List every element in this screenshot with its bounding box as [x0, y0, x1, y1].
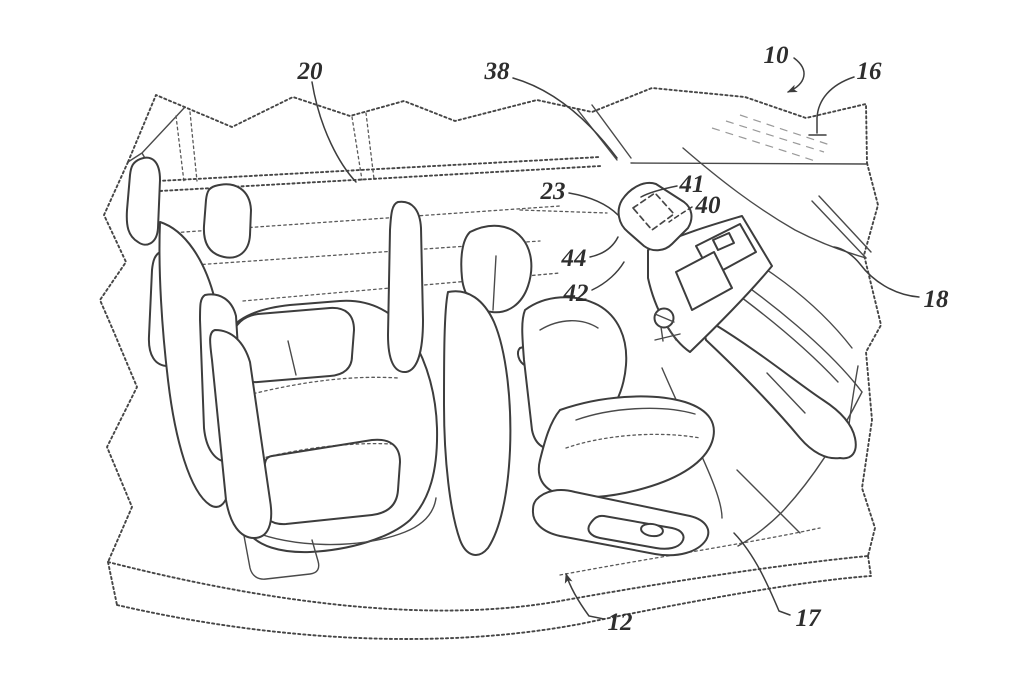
front-seat-cushion — [537, 395, 715, 499]
ref-label-38: 38 — [484, 58, 511, 85]
leader-40 — [668, 206, 693, 223]
middle-seatback — [443, 290, 512, 556]
bench-top-rail-1 — [157, 156, 601, 182]
middle-headrest-crease — [492, 255, 497, 311]
dash-silhouette — [682, 147, 867, 259]
console-pad — [704, 323, 857, 460]
ref-label-10: 10 — [764, 42, 790, 69]
console-accent-line — [766, 372, 806, 414]
headrest-center — [202, 183, 252, 259]
ref-label-40: 40 — [695, 192, 722, 219]
floor-front-edge-upper — [107, 555, 869, 612]
outline-left-edge — [99, 161, 138, 563]
b-pillar-left — [175, 111, 198, 183]
windshield-base — [630, 162, 867, 165]
leader-42 — [591, 261, 625, 291]
cutaway-outline — [99, 87, 882, 640]
outline-right-edge — [861, 162, 882, 557]
leader-18 — [833, 246, 920, 298]
leader-38 — [512, 77, 618, 159]
seat-control-button — [640, 522, 664, 538]
bench-contour-2 — [179, 240, 541, 267]
front-seat — [521, 296, 715, 557]
middle-left-headrest — [387, 200, 424, 374]
ref-label-20: 20 — [297, 58, 324, 85]
floor-edge-caps — [107, 555, 872, 606]
leader-20 — [311, 81, 357, 183]
windshield-glass-line-3 — [739, 114, 831, 146]
display-pod — [617, 182, 693, 252]
body-structure — [127, 104, 867, 183]
cushion-contour-1 — [575, 407, 696, 421]
bench-cushion-divider — [287, 340, 297, 376]
leader-lines — [311, 57, 920, 620]
a-pillar — [576, 104, 632, 161]
seat-control-panel — [587, 514, 685, 550]
ref-label-18: 18 — [924, 286, 950, 313]
rear-bench-cushion — [229, 299, 439, 580]
cushion-contour-2 — [565, 433, 701, 449]
display-screen — [675, 251, 733, 311]
vent-slider — [712, 232, 735, 251]
floor-accent-line — [736, 469, 801, 534]
dash-end-edge — [811, 195, 872, 259]
reference-labels: 10 16 20 38 23 41 40 44 42 18 12 17 — [297, 42, 950, 636]
knob-stem — [654, 313, 681, 342]
outline-top-edge — [127, 87, 868, 164]
leader-44 — [589, 236, 619, 258]
windshield-glass-line-1 — [711, 127, 816, 162]
middle-headrest — [460, 224, 533, 314]
floor-contour — [559, 527, 821, 576]
bolster-left-front — [209, 329, 273, 539]
ref-label-12: 12 — [608, 609, 633, 636]
leader-10 — [787, 57, 805, 93]
b-pillar-mid — [351, 112, 375, 181]
leader-16 — [808, 76, 855, 136]
center-stack — [617, 182, 773, 353]
leader-23 — [568, 192, 619, 216]
leader-12 — [564, 573, 605, 620]
ref-label-23: 23 — [540, 178, 566, 205]
hidden-device-outline — [631, 191, 676, 232]
leader-17 — [733, 532, 791, 616]
bench-cushion-front-cap — [249, 497, 437, 546]
ref-label-17: 17 — [796, 605, 823, 632]
ref-label-42: 42 — [563, 280, 589, 307]
ref-label-41: 41 — [679, 171, 705, 198]
front-seatback-contour — [539, 320, 599, 331]
seat-base-bracket — [241, 524, 320, 580]
bench-right-shelf-line — [519, 209, 608, 214]
headrest-rear-left — [125, 156, 161, 246]
floor-front-edge-lower — [116, 575, 872, 640]
leader-41 — [640, 185, 678, 198]
left-seat-bolsters — [125, 156, 273, 539]
ref-label-16: 16 — [857, 58, 883, 85]
bench-cushion-contour-1 — [247, 376, 399, 396]
ref-label-44: 44 — [561, 245, 587, 272]
